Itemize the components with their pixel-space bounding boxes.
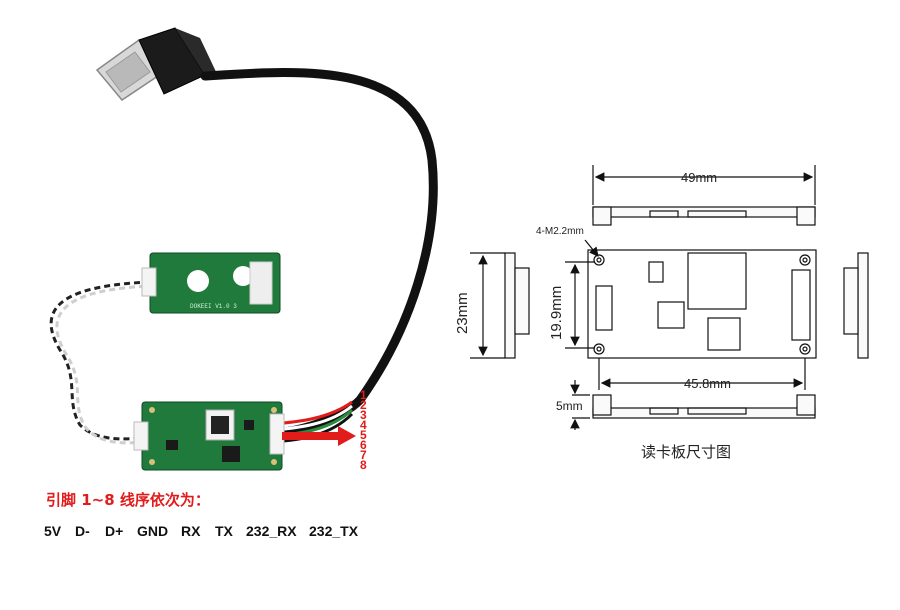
pin-number: 2 (360, 398, 367, 412)
antenna-board-label: DOKEEI V1.0 3 (190, 303, 237, 310)
pin-label: 5V (44, 523, 62, 539)
pin-label: TX (215, 523, 233, 539)
pin-label: GND (137, 523, 169, 539)
pin-number: 6 (360, 438, 367, 452)
pin-label: D- (75, 523, 90, 539)
pin-label: 232_RX (246, 523, 297, 539)
antenna-board: DOKEEI V1.0 3 (141, 252, 281, 314)
dim-width-label: 49mm (681, 170, 717, 185)
pin-number: 7 (360, 448, 367, 462)
pin-number: 5 (360, 428, 367, 442)
dimension-drawing (470, 165, 869, 430)
usb-cable (200, 68, 438, 437)
pin-number: 1 (360, 388, 367, 402)
usb-plug (95, 27, 218, 101)
dim-hole-spacing-label: 45.8mm (684, 376, 731, 391)
pin-number: 3 (360, 408, 367, 422)
reader-board (133, 401, 285, 471)
pin-number: 4 (360, 418, 367, 432)
pin-label: 232_TX (309, 523, 359, 539)
dim-thickness-label: 5mm (556, 399, 583, 413)
board-size-caption: 读卡板尺寸图 (641, 443, 732, 461)
pinout-title: 引脚 1~8 线序依次为： (46, 491, 210, 509)
dim-hole-label: 4-M2.2mm (536, 226, 584, 237)
dim-inner-height-label: 19.9mm (548, 286, 565, 340)
dim-outer-height-label: 23mm (454, 292, 471, 334)
antenna-twisted-wire (49, 280, 151, 445)
pin-label: D+ (105, 523, 124, 539)
pin-number: 8 (360, 458, 367, 472)
pinout-arrow (282, 426, 356, 446)
pin-label: RX (181, 523, 201, 539)
